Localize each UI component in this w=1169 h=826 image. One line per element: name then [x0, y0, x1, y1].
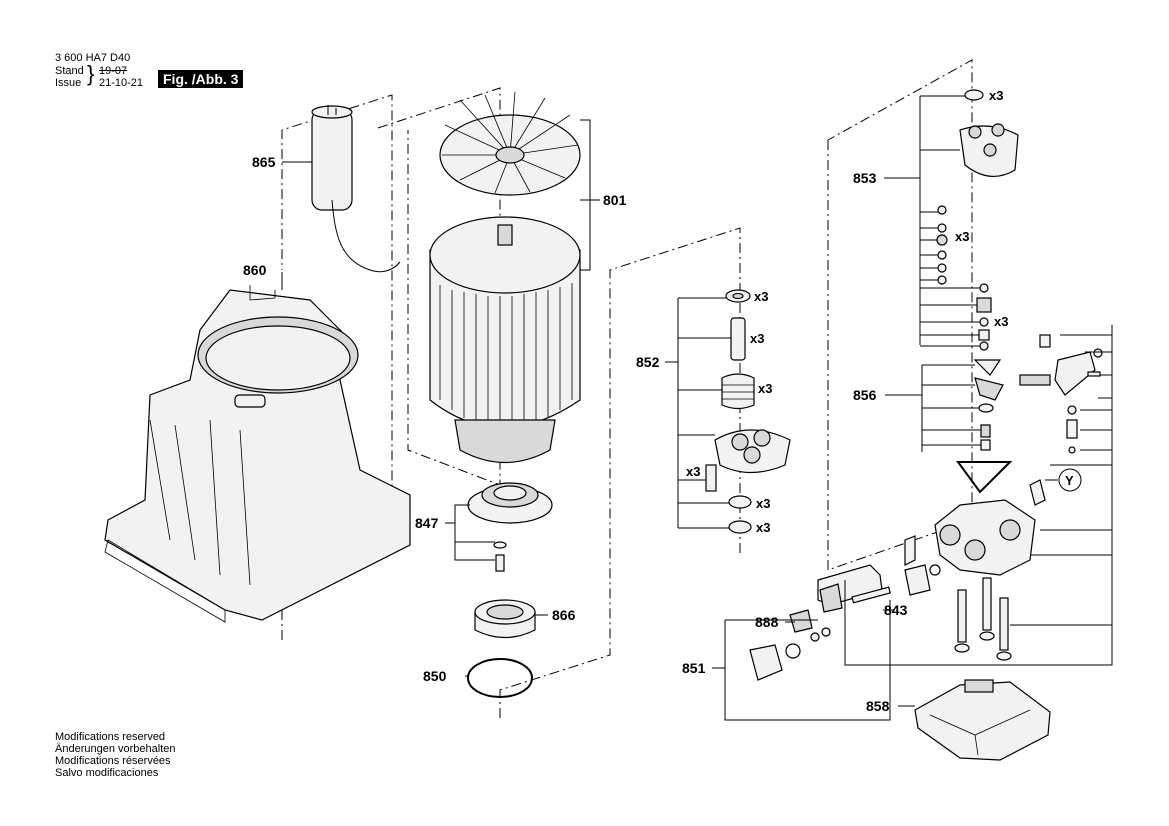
outlet-fitting [1019, 334, 1103, 454]
brace-glyph: } [87, 61, 95, 86]
flange-847 [467, 482, 553, 572]
seal-866 [474, 599, 536, 639]
qty-x3: x3 [955, 229, 969, 244]
leader-lines [281, 95, 1113, 721]
issue-label: Issue [55, 77, 82, 89]
label-847: 847 [415, 515, 439, 531]
qty-x3: x3 [754, 289, 768, 304]
housing-860 [104, 285, 411, 623]
label-888: 888 [755, 614, 779, 630]
label-852: 852 [636, 354, 660, 370]
y-marker-circle [1058, 468, 1082, 492]
issue-value: 21-10-21 [99, 77, 144, 89]
label-851: 851 [682, 660, 706, 676]
label-856: 856 [853, 387, 877, 403]
stand-label: Stand [55, 65, 84, 77]
figure-badge: Fig. /Abb. 3 [158, 70, 244, 88]
label-853: 853 [853, 170, 877, 186]
qty-x3: x3 [750, 331, 764, 346]
outline-housing [281, 94, 393, 640]
document-number: 3 600 HA7 D40 [55, 52, 131, 64]
note-fr: Modifications réservées [55, 755, 171, 767]
label-865: 865 [252, 154, 276, 170]
note-en: Modifications reserved [55, 731, 166, 743]
piston-group-852 [705, 289, 791, 534]
qty-x3: x3 [756, 496, 770, 511]
label-858: 858 [866, 698, 890, 714]
note-es: Salvo modificaciones [55, 767, 159, 779]
label-843: 843 [884, 602, 908, 618]
qty-x3: x3 [756, 520, 770, 535]
label-y: Y [1065, 473, 1074, 488]
note-de: Änderungen vorbehalten [55, 743, 176, 755]
qty-x3: x3 [994, 314, 1008, 329]
stand-value: 19-07 [99, 65, 128, 77]
valve-group-853 [936, 89, 1019, 351]
valve-group-856 [956, 359, 1013, 494]
outline-pump-left [499, 227, 741, 718]
label-801: 801 [603, 192, 627, 208]
nozzle-888 [789, 609, 813, 633]
bracket-858 [914, 679, 1051, 761]
qty-x3: x3 [989, 88, 1003, 103]
label-860: 860 [243, 262, 267, 278]
qty-x3: x3 [686, 464, 700, 479]
label-850: 850 [423, 668, 447, 684]
injector-851 [749, 564, 941, 681]
outline-pump-right [827, 59, 973, 571]
pump-head [904, 479, 1046, 661]
capacitor-865 [311, 105, 401, 273]
qty-x3: x3 [758, 381, 772, 396]
motor-801 [429, 91, 581, 464]
label-866: 866 [552, 607, 576, 623]
o-ring-850 [467, 658, 533, 698]
